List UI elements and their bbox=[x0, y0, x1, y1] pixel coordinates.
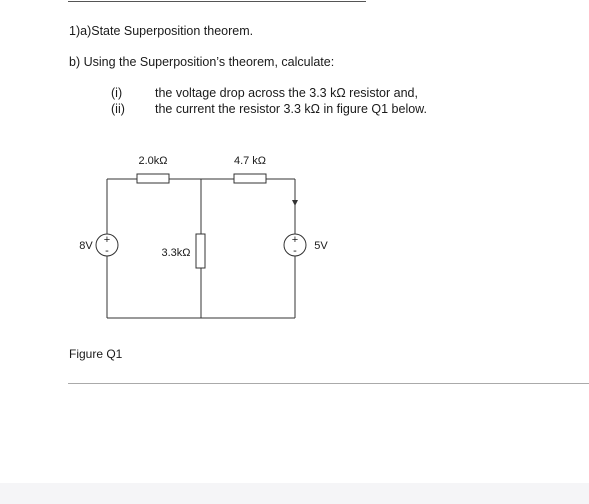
bottom-divider bbox=[68, 383, 589, 384]
resistor-3k3 bbox=[195, 233, 206, 269]
footer-band bbox=[0, 483, 589, 504]
resistor-2k0-label: 2.0kΩ bbox=[138, 155, 167, 167]
subpart-i-text: the voltage drop across the 3.3 kΩ resis… bbox=[155, 86, 418, 100]
question-part-a: 1)a)State Superposition theorem. bbox=[69, 24, 254, 38]
subpart-ii-text: the current the resistor 3.3 kΩ in figur… bbox=[155, 102, 427, 116]
resistor-2k0 bbox=[136, 173, 170, 184]
source-5v-plus: + bbox=[292, 234, 298, 246]
source-5v-minus: - bbox=[293, 245, 297, 257]
resistor-4k7 bbox=[233, 173, 267, 184]
subpart-ii-number: (ii) bbox=[111, 102, 125, 116]
resistor-4k7-label: 4.7 kΩ bbox=[234, 155, 266, 167]
figure-caption: Figure Q1 bbox=[69, 347, 123, 361]
question-part-b: b) Using the Superposition’s theorem, ca… bbox=[69, 55, 335, 69]
subpart-i-number: (i) bbox=[111, 86, 123, 100]
source-8v-label: 8V bbox=[79, 240, 93, 252]
source-8v-minus: - bbox=[105, 245, 109, 257]
current-arrow-icon bbox=[292, 200, 298, 206]
top-divider bbox=[68, 1, 366, 2]
resistor-3k3-label: 3.3kΩ bbox=[161, 247, 190, 259]
source-8v-plus: + bbox=[104, 234, 110, 246]
source-5v-label: 5V bbox=[314, 240, 328, 252]
